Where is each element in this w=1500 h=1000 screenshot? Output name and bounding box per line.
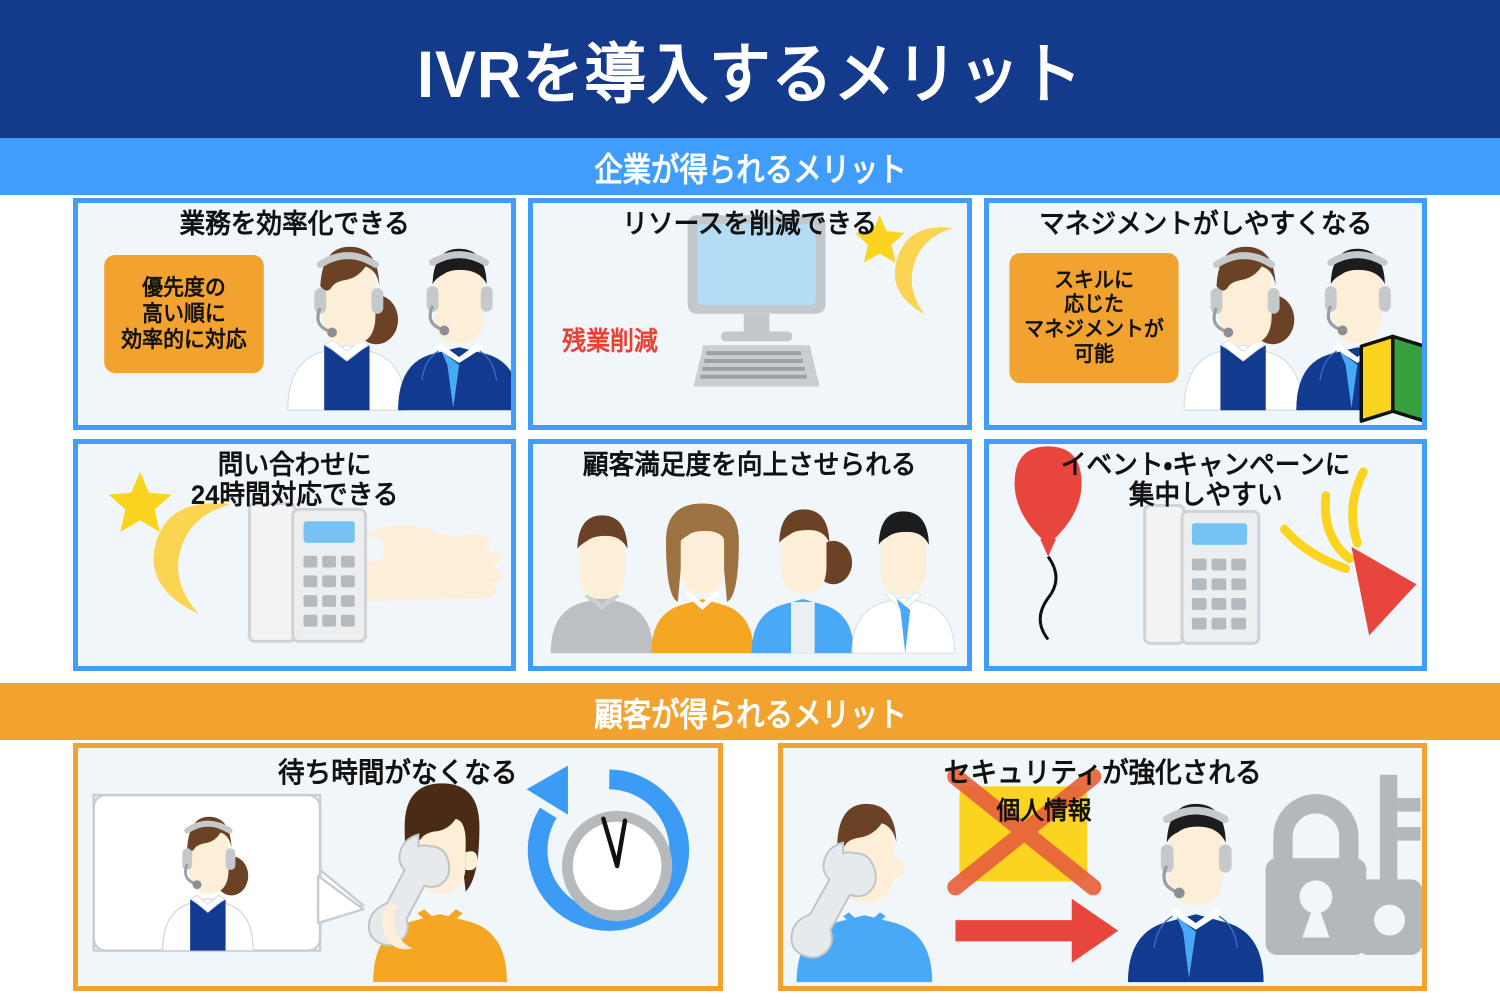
badge-personal-info: 個人情報 (995, 797, 1091, 826)
section-label-company: 企業が得られるメリット (593, 150, 907, 188)
crescent-moon-icon (895, 227, 954, 315)
card-campaign[interactable]: イベント・キャンペーンに 集中しやすい (983, 439, 1427, 671)
customer-1-icon (551, 515, 654, 654)
party-popper-icon (1279, 467, 1417, 636)
card-resource[interactable]: リソースを削減できる (528, 198, 972, 430)
card-title: 待ち時間がなくなる (278, 757, 518, 788)
card-title: セキュリティが強化される (943, 757, 1262, 788)
customer-2-icon (651, 503, 754, 654)
clock-icon (526, 765, 690, 931)
company-card-grid: 業務を効率化できる (73, 198, 1427, 671)
title-band: IVRを導入するメリット (0, 0, 1500, 138)
section-label-customer: 顧客が得られるメリット (593, 695, 907, 733)
art-moon-phone-hand (78, 444, 511, 666)
note-overtime-reduction: 残業削減 (562, 326, 659, 356)
customer-3-icon (751, 509, 855, 654)
keyboard-icon (693, 345, 820, 387)
operator-female-icon (287, 246, 407, 411)
art-two-operators (78, 203, 512, 425)
card-management[interactable]: マネジメントがしやすくなる (983, 198, 1427, 430)
art-bubble-caller-clock (78, 748, 718, 986)
badge-skill: スキルに 応じた マネジメントが 可能 (1009, 253, 1179, 383)
desk-phone-icon (247, 502, 368, 643)
card-title: 顧客満足度を向上させられる (583, 450, 917, 480)
caller-woman-icon (367, 783, 507, 983)
operator-female-icon (1183, 246, 1303, 411)
card-satisfaction[interactable]: 顧客満足度を向上させられる (528, 439, 972, 671)
card-efficiency[interactable]: 業務を効率化できる (73, 198, 517, 430)
card-security[interactable]: セキュリティが強化される (777, 743, 1427, 991)
art-two-operators-leaf (989, 203, 1422, 425)
card-title: マネジメントがしやすくなる (1038, 209, 1372, 239)
section-band-company: 企業が得られるメリット (0, 138, 1500, 195)
key-icon (1356, 774, 1422, 955)
ok-hand-icon (361, 525, 503, 602)
card-24h[interactable]: 問い合わせに 24時間対応できる (73, 439, 517, 671)
operator-male-icon (398, 248, 512, 411)
card-no-wait[interactable]: 待ち時間がなくなる (73, 743, 723, 991)
badge-priority: 優先度の 高い順に 効率的に対応 (104, 255, 264, 373)
customer-4-icon (851, 511, 956, 654)
telephone-handset-icon (789, 841, 877, 959)
card-title: リソースを削減できる (622, 209, 878, 239)
art-four-customers (533, 444, 966, 666)
page-title: IVRを導入するメリット (417, 37, 1083, 111)
art-caller-arrow-operator-lock (783, 748, 1422, 986)
star-icon (855, 215, 905, 263)
beginner-leaf-mark-icon (1359, 334, 1422, 423)
art-monitor-moon (533, 203, 966, 425)
card-title: イベント・キャンペーンに 集中しやすい (1060, 450, 1351, 511)
desk-phone-icon (1142, 503, 1260, 645)
customer-card-grid: 待ち時間がなくなる (73, 743, 1427, 991)
padlock-icon (1265, 794, 1366, 955)
red-arrow-icon (954, 898, 1118, 963)
card-title: 業務を効率化できる (179, 209, 410, 239)
balloon-icon (1014, 446, 1082, 641)
crescent-moon-icon (153, 503, 231, 615)
operator-in-bubble-icon (161, 816, 254, 952)
caller-man-icon (789, 803, 932, 983)
operator-male-icon (1127, 803, 1264, 983)
section-band-customer: 顧客が得られるメリット (0, 683, 1500, 740)
personal-info-badge-icon (946, 768, 1101, 896)
monitor-icon (687, 215, 826, 387)
star-icon (108, 471, 172, 533)
card-title: 問い合わせに 24時間対応できる (190, 450, 399, 511)
art-balloon-phone-popper (989, 444, 1422, 666)
